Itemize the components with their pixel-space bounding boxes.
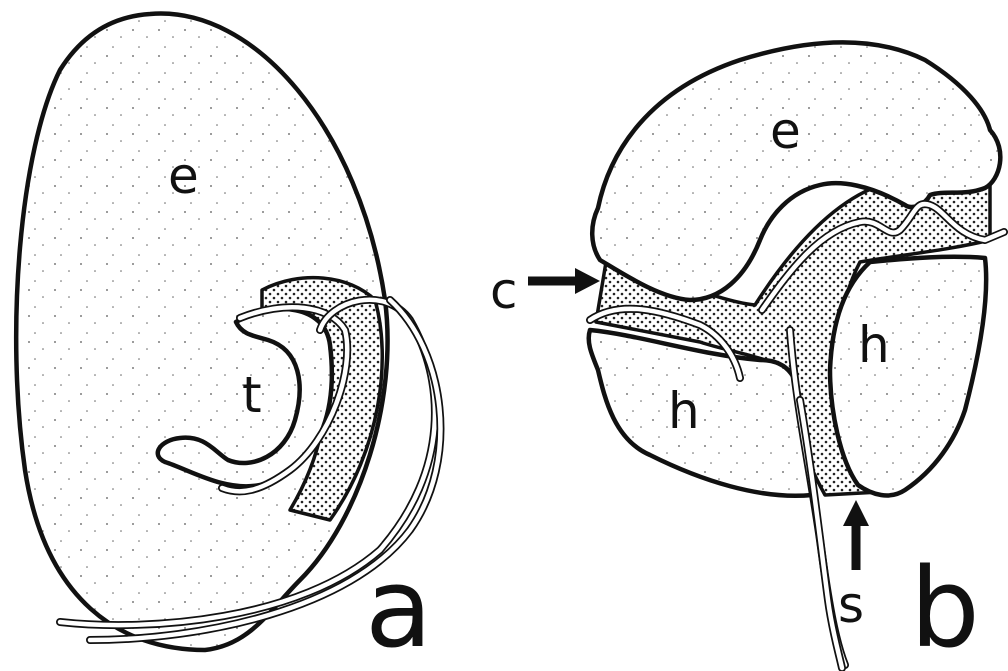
- panel-a: e t a: [16, 14, 440, 671]
- label-e-b: e: [770, 102, 801, 160]
- panel-b: e h h c s b: [490, 42, 1004, 671]
- label-h-right-b: h: [858, 316, 890, 374]
- cingulum-arrow: [528, 268, 600, 294]
- hypocone-right-b: [830, 257, 986, 496]
- sulcus-arrow: [843, 500, 869, 570]
- label-e-a: e: [168, 147, 199, 205]
- label-c-b: c: [490, 262, 518, 320]
- label-h-left-b: h: [668, 382, 700, 440]
- label-s-b: s: [838, 576, 864, 634]
- panel-label-a: a: [365, 544, 432, 671]
- panel-label-b: b: [910, 544, 980, 671]
- label-t-a: t: [242, 366, 262, 424]
